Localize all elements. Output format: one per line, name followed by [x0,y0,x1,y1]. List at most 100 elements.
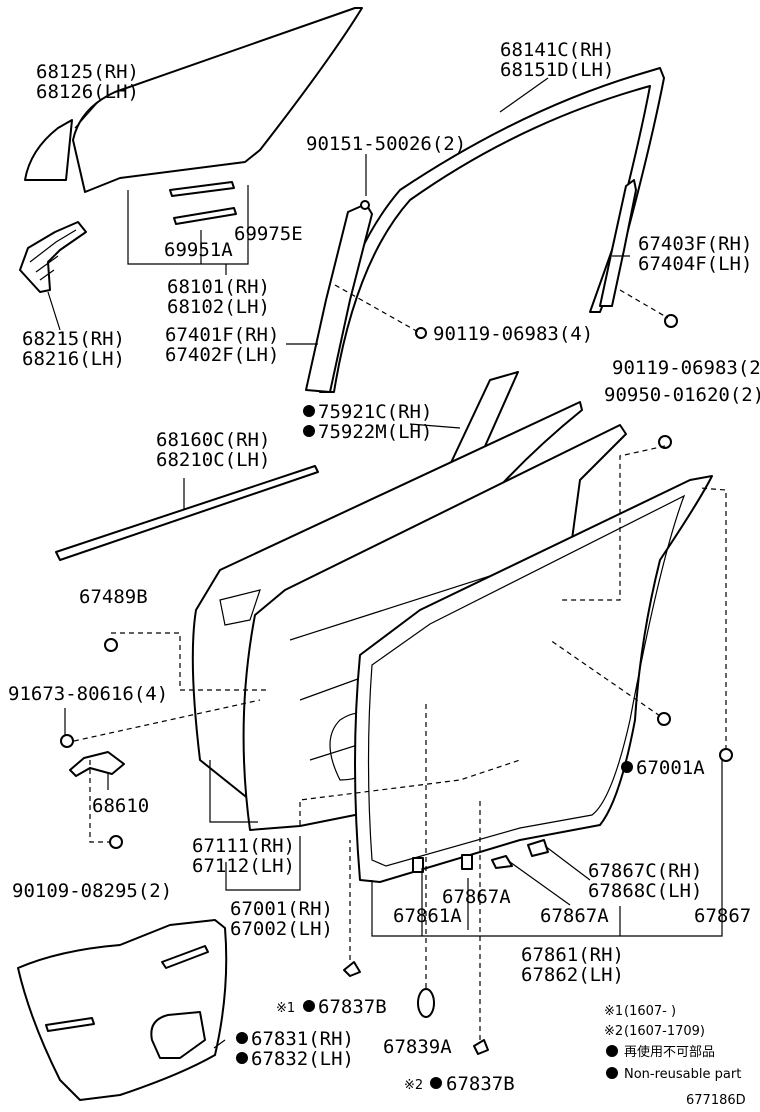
screw-icon [360,200,370,210]
label-68102: 68102(LH) [167,296,270,318]
label-90950: 90950-01620(2) [604,384,760,406]
weatherstrip-outer [354,475,713,883]
door-glass-shape [72,7,363,193]
label-67861a: 67861A [393,905,462,927]
label-68141c: 68141C(RH) [500,39,614,61]
legend-nonreusable-dot [606,1067,618,1079]
leader-trim-cover [213,1039,226,1049]
seal-strip-upper [169,181,235,197]
label-67868c: 67868C(LH) [588,880,702,902]
legend-note2-range: (1607-1709) [624,1024,705,1039]
label-67401f: 67401F(RH) [165,324,279,346]
dash-bolt-91673 [73,699,261,742]
label-68160c: 68160C(RH) [156,429,270,451]
clip-icon [657,712,671,726]
label-69951a: 69951A [164,239,233,261]
label-67002: 67002(LH) [230,918,333,940]
rear-sash-shape [599,179,637,307]
seal-strip-lower [173,207,237,225]
label-68215: 68215(RH) [22,328,125,350]
label-67111: 67111(RH) [192,835,295,857]
nonreusable-dot [430,1077,442,1089]
legend-nonreusable-dot [606,1045,618,1057]
label-68125: 68125(RH) [36,61,139,83]
label-68126: 68126(LH) [36,81,139,103]
dash-plug [111,632,270,691]
legend-note1-range: (1607- ) [624,1004,676,1019]
nonreusable-dot [236,1032,248,1044]
label-67112: 67112(LH) [192,855,295,877]
leader-67867a-bot [509,861,571,906]
label-90119-4: 90119-06983(4) [433,323,593,345]
note-mark-1: ※1 [276,1001,295,1016]
label-67837b-1: 67837B [318,996,387,1018]
label-67837b-2: 67837B [446,1073,515,1095]
clip-icon [473,1039,489,1055]
label-67861: 67861(RH) [521,944,624,966]
nonreusable-dot [303,425,315,437]
bolt-icon [109,835,123,849]
label-67839a: 67839A [383,1036,452,1058]
label-68610: 68610 [92,795,149,817]
nonreusable-dot [621,761,633,773]
label-67867: 67867 [694,905,751,927]
leader-sheet [409,423,461,429]
trim-cover-slot-top [161,945,209,969]
belt-moulding-shape [55,465,319,561]
dash-bolt-4 [334,284,421,334]
leader-panel [209,760,258,823]
legend-mark-2: ※2 [604,1024,623,1039]
dash-clip-box [299,759,521,825]
label-67402f: 67402F(LH) [165,344,279,366]
label-67404f: 67404F(LH) [638,253,752,275]
label-90109: 90109-08295(2) [12,880,172,902]
bolt-icon [415,327,427,339]
dash-67867 [699,487,727,750]
leader-door [225,836,301,891]
label-67867a-bot: 67867A [540,905,609,927]
legend-nonreusable-jp: 再使用不可部品 [624,1044,715,1060]
nonreusable-dot [303,405,315,417]
label-68216: 68216(LH) [22,348,125,370]
label-75921c: 75921C(RH) [318,401,432,423]
bolt-icon [664,314,678,328]
trim-cover-handle [150,1011,206,1059]
label-90151: 90151-50026(2) [306,133,466,155]
label-67001: 67001(RH) [230,898,333,920]
label-67867a-top: 67867A [442,886,511,908]
clip-icon [658,435,672,449]
trim-cover-shape [17,919,228,1101]
label-68151d: 68151D(LH) [500,59,614,81]
leader-ws-67861 [371,758,723,937]
leader-door-glass [127,185,249,265]
legend-nonreusable-en: Non-reusable part [624,1067,741,1082]
clip-icon [461,854,473,870]
nonreusable-dot [303,1000,315,1012]
clip-icon [491,855,513,869]
leader-rear-piece [47,291,61,331]
bolt-icon [60,734,74,748]
dash-bolt-2 [619,289,669,319]
plug-icon [104,638,118,652]
label-90119-2: 90119-06983(2) [612,357,760,379]
clip-icon [527,839,549,857]
front-frame-shape [305,203,373,393]
label-67832: 67832(LH) [251,1048,354,1070]
label-67862: 67862(LH) [521,964,624,986]
clip-icon [343,961,361,977]
label-67403f: 67403F(RH) [638,233,752,255]
legend-mark-1: ※1 [604,1004,623,1019]
leader-67867c [544,845,591,881]
weatherstrip-inner [367,494,686,867]
diagram-id: 677186D [686,1093,746,1108]
note-mark-2: ※2 [404,1078,423,1093]
label-67489b: 67489B [79,586,148,608]
trim-cover-slot-left [45,1017,95,1032]
nonreusable-dot [236,1052,248,1064]
dash-clip-90950 [560,445,666,601]
leader-run [499,77,549,113]
clip-icon [412,857,424,873]
label-67867c: 67867C(RH) [588,860,702,882]
label-75922m: 75922M(LH) [318,421,432,443]
